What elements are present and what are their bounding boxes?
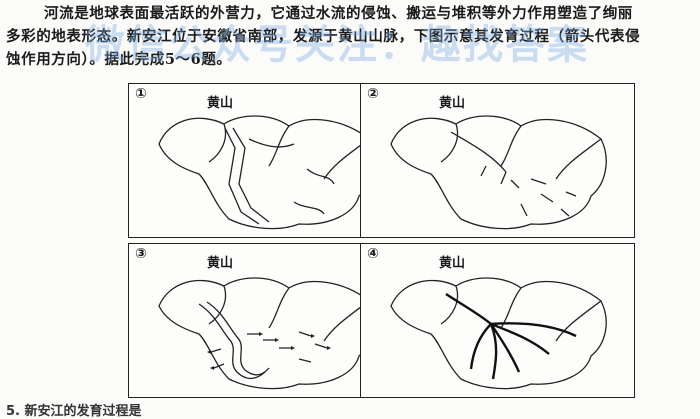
figure-number: ①: [135, 86, 147, 102]
question-stem: 河流是地球表面最活跃的外营力，它通过水流的侵蚀、搬运与堆积等外力作用塑造了绚丽 …: [6, 2, 696, 71]
mountain-label: 黄山: [439, 96, 466, 111]
figure-number: ④: [367, 246, 379, 262]
figure-number: ③: [135, 246, 147, 262]
mountain-label: 黄山: [207, 96, 234, 111]
question-line-2: 多彩的地表形态。新安江位于安徽省南部，发源于黄山山脉，下图示意其发育过程（箭头代…: [6, 28, 641, 45]
mountain-label: 黄山: [207, 256, 234, 271]
figure-number: ②: [367, 86, 379, 102]
question-line-3: 蚀作用方向）。据此完成5～6题。: [6, 51, 232, 68]
figure-panel-2: ② 黄山: [360, 83, 635, 238]
terrain-sketch: [390, 277, 607, 390]
terrain-sketch: [390, 115, 607, 230]
mountain-label: 黄山: [439, 256, 466, 271]
figure-panel-3: ③ 黄山: [128, 243, 403, 398]
question-line-1: 河流是地球表面最活跃的外营力，它通过水流的侵蚀、搬运与堆积等外力作用塑造了绚丽: [44, 5, 633, 22]
figure-panel-4: ④ 黄山: [360, 243, 635, 398]
